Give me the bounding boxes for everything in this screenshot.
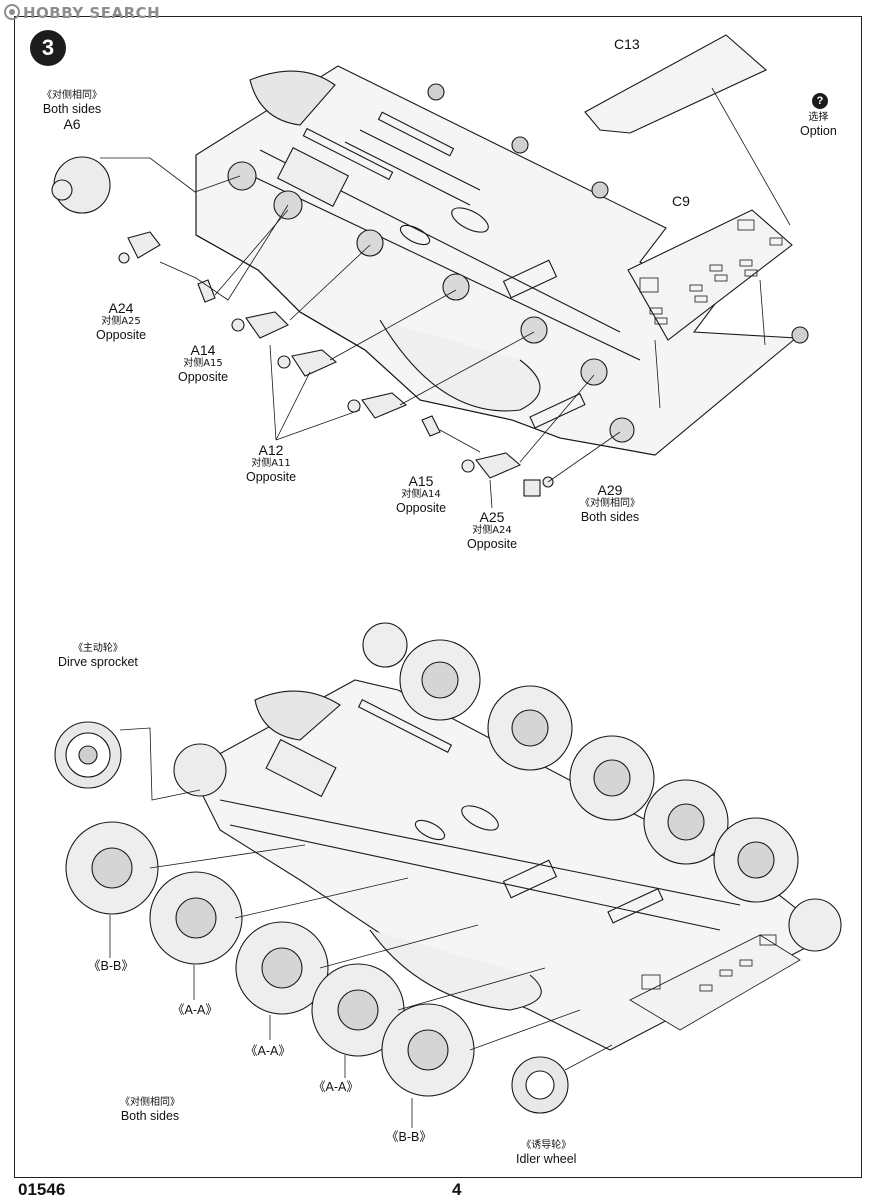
leader-lines (100, 87, 791, 509)
upper-hull-underside (195, 65, 809, 456)
page-frame (14, 16, 862, 1178)
label-a12: A12 对侧A11 Opposite (246, 442, 297, 484)
label-wheel-4: 《A-A》 (313, 1080, 359, 1094)
label-option: 选择 Option (800, 112, 837, 138)
label-wheel-5: 《B-B》 (386, 1130, 432, 1144)
label-wheel-2: 《A-A》 (172, 1003, 218, 1017)
label-a15: A15 对侧A14 Opposite (396, 473, 447, 515)
idler-wheel (511, 1056, 569, 1114)
label-idler-wheel: 《诱导轮》 Idler wheel (516, 1140, 577, 1166)
page-number: 4 (452, 1180, 462, 1199)
label-a6: 《对侧相同》 Both sides A6 (42, 90, 102, 132)
watermark: HOBBY SEARCH (4, 4, 160, 22)
lower-c9-plate (629, 934, 801, 1031)
label-c13: C13 (614, 36, 640, 52)
question-mark-icon: ? (812, 93, 828, 109)
step-badge: 3 (30, 30, 66, 66)
kit-number: 01546 (18, 1180, 66, 1199)
label-wheel-3: 《A-A》 (245, 1044, 291, 1058)
label-c9: C9 (672, 193, 690, 209)
label-wheel-1: 《B-B》 (88, 959, 134, 973)
part-c9 (627, 209, 793, 341)
drive-sprocket (54, 721, 227, 797)
road-wheels-right (362, 622, 842, 952)
label-a29: A29 《对侧相同》 Both sides (580, 482, 640, 524)
lower-leader-lines (109, 727, 613, 1128)
label-both-sides-bottom: 《对侧相同》 Both sides (120, 1097, 180, 1123)
label-drive-sprocket: 《主动轮》 Dirve sprocket (58, 643, 138, 669)
label-a14: A14 对侧A15 Opposite (178, 342, 229, 384)
lower-hull-assembled (189, 679, 832, 1051)
road-wheels-loose (65, 821, 475, 1097)
part-c13 (584, 34, 767, 134)
label-a24: A24 对侧A25 Opposite (96, 300, 147, 342)
label-a25: A25 对侧A24 Opposite (467, 509, 518, 551)
watermark-logo-icon (4, 4, 20, 20)
suspension-arm-parts (51, 156, 554, 497)
